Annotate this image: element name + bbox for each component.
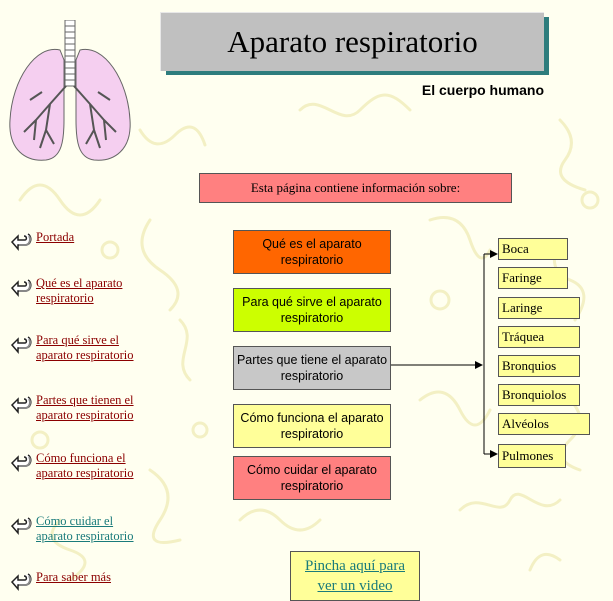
connector-arrows <box>389 250 498 458</box>
nav-item-portada[interactable]: Portada <box>10 230 170 252</box>
part-bronquios: Bronquios <box>498 355 580 377</box>
page-title: Aparato respiratorio <box>160 12 544 71</box>
part-alveolos: Alvéolos <box>498 413 590 435</box>
nav-link-portada[interactable]: Portada <box>36 230 75 244</box>
lungs-illustration <box>9 20 131 161</box>
part-traquea: Tráquea <box>498 326 580 348</box>
return-arrow-icon <box>10 233 32 252</box>
part-laringe: Laringe <box>498 297 580 319</box>
return-arrow-icon <box>10 573 32 592</box>
return-arrow-icon <box>10 454 32 473</box>
return-arrow-icon <box>10 336 32 355</box>
page-subtitle: El cuerpo humano <box>421 82 544 98</box>
info-banner: Esta página contiene información sobre: <box>199 173 512 203</box>
return-arrow-icon <box>10 279 32 298</box>
part-bronquiolos: Bronquiolos <box>498 384 580 406</box>
nav-link-saber-mas[interactable]: Para saber más <box>36 570 111 584</box>
part-pulmones: Pulmones <box>498 444 566 468</box>
return-arrow-icon <box>10 396 32 415</box>
return-arrow-icon <box>10 517 32 536</box>
part-boca: Boca <box>498 238 568 260</box>
part-faringe: Faringe <box>498 267 568 289</box>
nav-item-saber-mas[interactable]: Para saber más <box>10 570 170 592</box>
